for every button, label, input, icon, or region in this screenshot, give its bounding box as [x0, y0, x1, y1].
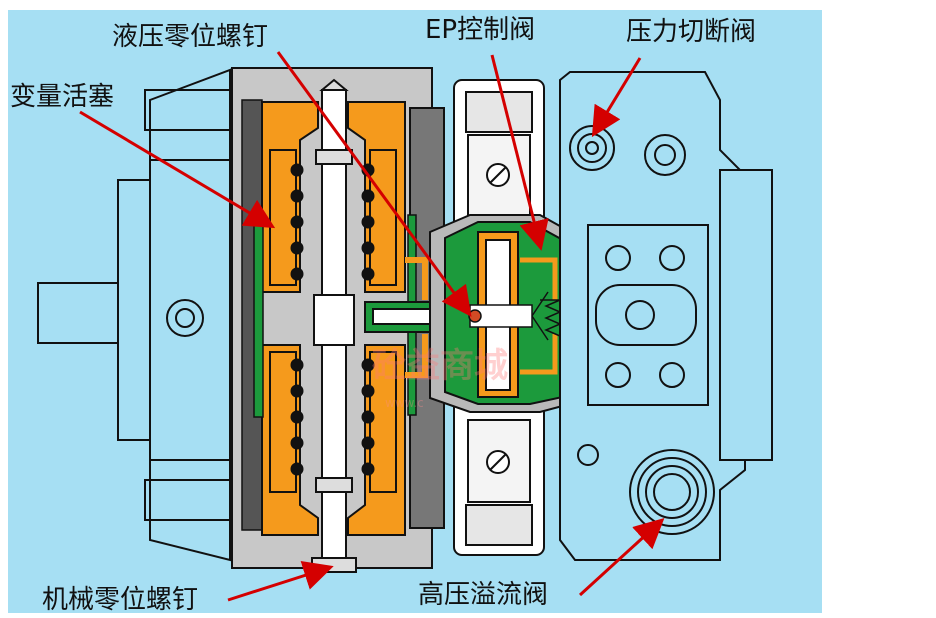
mount-bolt: [166, 299, 204, 337]
label-variable-piston: 变量活塞: [10, 82, 115, 112]
ep-spring: [531, 291, 562, 341]
watermark-url: www.c: [385, 396, 424, 410]
arrow-hydraulic-zero-screw: [276, 51, 472, 317]
leader-arrows: [79, 51, 665, 602]
watermark-text: 砼益商城: [372, 346, 508, 386]
label-mechanical-zero-screw: 机械零位螺钉: [42, 585, 199, 615]
label-ep-valve: EP控制阀: [425, 15, 536, 45]
right-block-bolts: [577, 134, 686, 466]
pressure-cutoff-valve-port: [569, 125, 615, 171]
solenoid-screw: [486, 163, 510, 474]
arrow-ep-valve: [490, 54, 549, 251]
label-pressure-cutoff-valve: 压力切断阀: [626, 17, 757, 47]
arrow-variable-piston: [79, 110, 276, 229]
high-pressure-relief-valve-port: [629, 449, 715, 535]
label-hydraulic-zero-screw: 液压零位螺钉: [112, 22, 269, 52]
lower-spring-coils: [290, 358, 375, 476]
arrow-mechanical-zero-screw: [227, 561, 334, 602]
arrow-high-pressure-relief-valve: [578, 517, 665, 597]
label-high-pressure-relief-valve: 高压溢流阀: [418, 580, 549, 610]
upper-spring-coils: [290, 163, 375, 281]
arrow-pressure-cutoff-valve: [591, 57, 642, 138]
